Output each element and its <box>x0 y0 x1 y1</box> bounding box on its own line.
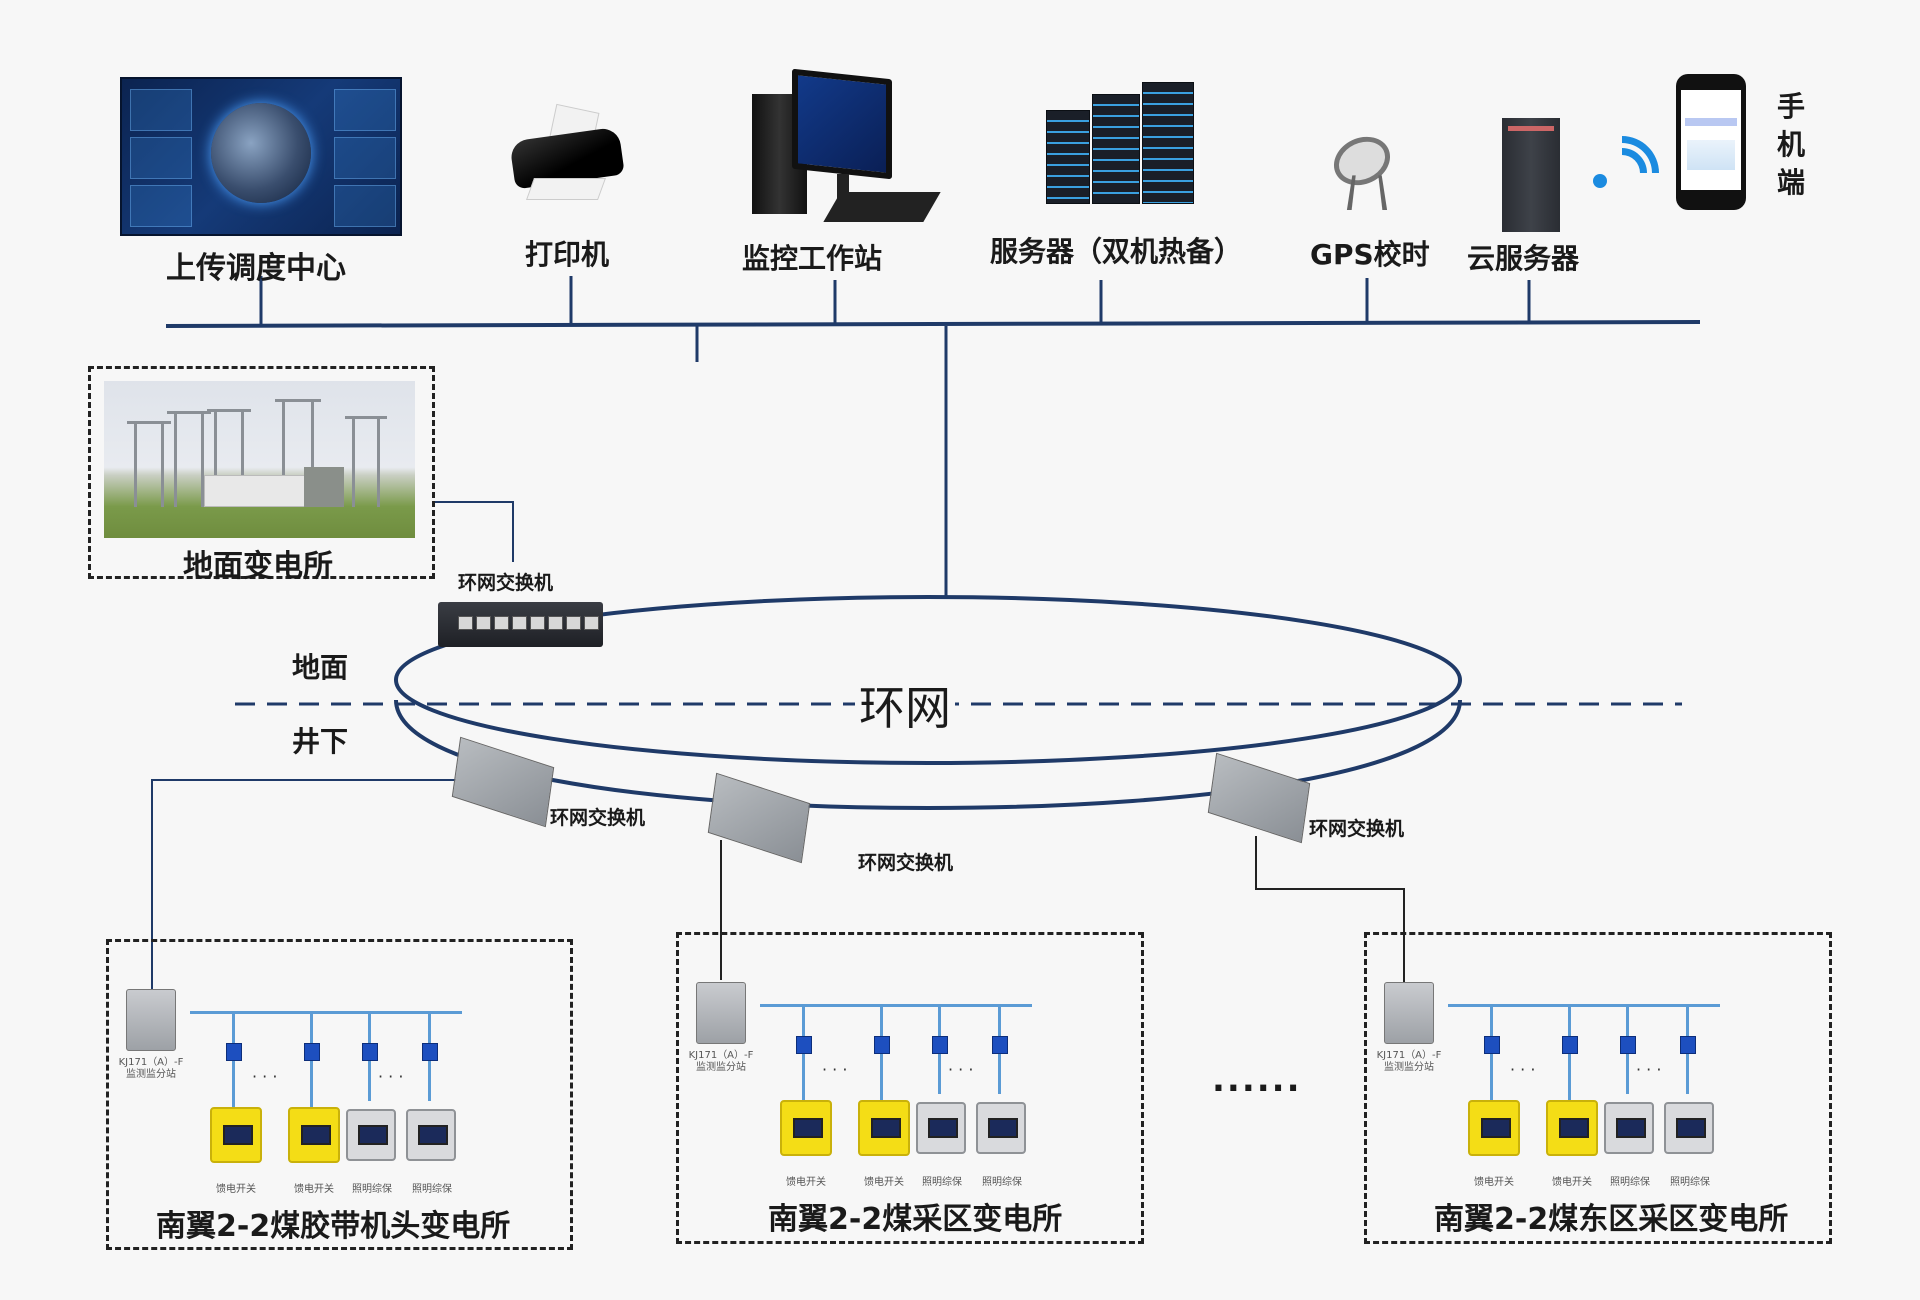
coupler-icon <box>422 1043 438 1061</box>
substation-label: 南翼2-2煤胶带机头变电所 <box>156 1209 511 1244</box>
device-label: 照明综保 <box>1670 1177 1710 1188</box>
workstation-label: 监控工作站 <box>742 242 883 275</box>
device-label: 照明综保 <box>352 1184 392 1195</box>
lighting-protector-icon <box>406 1109 456 1161</box>
substation-label: 南翼2-2煤东区采区变电所 <box>1434 1202 1789 1237</box>
coupler-icon <box>874 1036 890 1054</box>
monitoring-substation-icon <box>126 989 176 1051</box>
substation-1: KJ171（A）-F 监测监分站 · · · · · · 馈电开关 馈电开关 照… <box>106 939 573 1250</box>
dots: · · · <box>252 1067 278 1086</box>
coupler-icon <box>1620 1036 1636 1054</box>
coupler-icon <box>992 1036 1008 1054</box>
coupler-icon <box>932 1036 948 1054</box>
substation-3: KJ171（A）-F 监测监分站 · · · · · · 馈电开关 馈电开关 照… <box>1364 932 1832 1244</box>
gps-label: GPS校时 <box>1310 238 1430 271</box>
ethernet-switch-icon <box>438 602 603 647</box>
dispatch-label: 上传调度中心 <box>166 251 346 286</box>
device-label: 馈电开关 <box>1474 1177 1514 1188</box>
server-rack-icon <box>1040 82 1200 207</box>
monitoring-substation-label: KJ171（A）-F 监测监分站 <box>688 1050 754 1073</box>
feeder-switch-icon <box>780 1100 832 1156</box>
substation-box-2 <box>676 932 1144 1244</box>
coupler-icon <box>796 1036 812 1054</box>
device-label: 馈电开关 <box>294 1184 334 1195</box>
surface-switch-label: 环网交换机 <box>458 572 554 594</box>
device-label: 照明综保 <box>982 1177 1022 1188</box>
lighting-protector-icon <box>1604 1102 1654 1154</box>
lighting-protector-icon <box>916 1102 966 1154</box>
smartphone-icon <box>1676 74 1746 210</box>
underground-switch-1-label: 环网交换机 <box>550 807 646 829</box>
substation-label: 南翼2-2煤采区变电所 <box>768 1202 1063 1237</box>
field-bus-line <box>1448 1004 1720 1007</box>
surface-zone-label: 地面 <box>292 651 349 684</box>
device-label: 照明综保 <box>412 1184 452 1195</box>
dots: · · · <box>1636 1060 1662 1079</box>
server-label: 服务器（双机热备） <box>990 235 1243 268</box>
lighting-protector-icon <box>976 1102 1026 1154</box>
substation-photo <box>104 381 415 538</box>
switch1-to-sub1-line <box>151 779 460 990</box>
printer-label: 打印机 <box>525 238 610 271</box>
device-label: 照明综保 <box>922 1177 962 1188</box>
dots: · · · <box>1510 1060 1536 1079</box>
desktop-workstation-icon <box>752 68 941 229</box>
device-label: 馈电开关 <box>864 1177 904 1188</box>
coupler-icon <box>1484 1036 1500 1054</box>
feeder-switch-icon <box>858 1100 910 1156</box>
feeder-switch-icon <box>1546 1100 1598 1156</box>
field-bus-line <box>190 1011 462 1014</box>
substation-2: KJ171（A）-F 监测监分站 · · · · · · 馈电开关 馈电开关 照… <box>676 932 1144 1244</box>
dots: · · · <box>822 1060 848 1079</box>
more-substations-ellipsis: ...... <box>1212 1060 1302 1100</box>
feeder-switch-icon <box>1468 1100 1520 1156</box>
underground-zone-label: 井下 <box>292 725 349 758</box>
dots: · · · <box>948 1060 974 1079</box>
cloud-server-tower-icon <box>1502 118 1560 232</box>
ring-network-label: 环网 <box>855 672 955 738</box>
lighting-protector-icon <box>1664 1102 1714 1154</box>
substation-box-1 <box>106 939 573 1250</box>
coupler-icon <box>362 1043 378 1061</box>
device-label: 馈电开关 <box>216 1184 256 1195</box>
mobile-label: 手 机 端 <box>1777 90 1806 199</box>
monitoring-substation-icon <box>696 982 746 1044</box>
coupler-icon <box>1562 1036 1578 1054</box>
feeder-switch-icon <box>210 1107 262 1163</box>
wifi-icon <box>1569 120 1675 226</box>
underground-switch-2-label: 环网交换机 <box>858 852 954 874</box>
field-bus-line <box>760 1004 1032 1007</box>
monitoring-substation-label: KJ171（A）-F 监测监分站 <box>1376 1050 1442 1073</box>
dots: · · · <box>378 1067 404 1086</box>
switch3-to-sub3-line <box>1255 836 1405 982</box>
printer-icon <box>509 103 630 202</box>
monitoring-substation-label: KJ171（A）-F 监测监分站 <box>118 1057 184 1080</box>
dispatch-screen-wall-icon <box>120 77 402 236</box>
substation-to-switch-line <box>434 501 514 562</box>
substation-box-3 <box>1364 932 1832 1244</box>
coupler-icon <box>304 1043 320 1061</box>
monitoring-substation-icon <box>1384 982 1434 1044</box>
device-label: 馈电开关 <box>786 1177 826 1188</box>
ring-upper <box>394 595 1462 765</box>
lighting-protector-icon <box>346 1109 396 1161</box>
coupler-icon <box>226 1043 242 1061</box>
top-bus-line <box>165 320 1701 328</box>
cloud-server-label: 云服务器 <box>1467 242 1580 275</box>
underground-switch-3-label: 环网交换机 <box>1309 818 1405 840</box>
surface-substation-box <box>88 366 435 579</box>
device-label: 馈电开关 <box>1552 1177 1592 1188</box>
device-label: 照明综保 <box>1610 1177 1650 1188</box>
feeder-switch-icon <box>288 1107 340 1163</box>
surface-substation-label: 地面变电所 <box>183 549 333 584</box>
satellite-dish-icon <box>1325 127 1400 213</box>
coupler-icon <box>1680 1036 1696 1054</box>
